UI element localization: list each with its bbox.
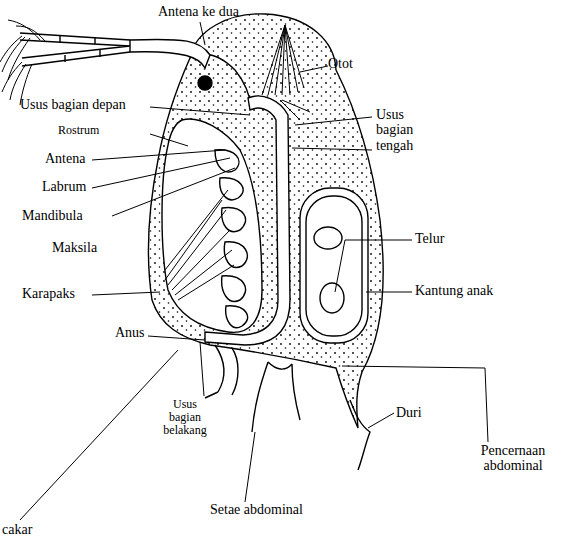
abdominal-setae xyxy=(252,362,300,432)
leader-line xyxy=(148,336,205,340)
thoracic-legs xyxy=(215,150,248,328)
leader-line xyxy=(92,150,225,160)
part-label: Mandibula xyxy=(22,208,83,223)
part-label: Kantung anak xyxy=(415,283,493,298)
leader-lines xyxy=(20,22,488,520)
leader-line xyxy=(368,413,394,428)
leader-line xyxy=(200,342,204,396)
antenna-segments xyxy=(60,35,100,62)
spine xyxy=(350,400,370,470)
head-outline xyxy=(190,54,252,110)
second-antenna xyxy=(130,39,210,68)
egg xyxy=(314,227,342,249)
leader-line xyxy=(200,22,205,45)
leader-line xyxy=(92,292,160,295)
part-label: Antena xyxy=(45,151,85,166)
part-label: Usus bagian belakang xyxy=(158,398,212,438)
part-label: Setae abdominal xyxy=(210,502,303,517)
leader-line xyxy=(92,158,230,188)
antenna-branch xyxy=(20,33,130,66)
leader-line xyxy=(335,240,412,292)
part-label: Anus xyxy=(115,325,145,340)
leader-line xyxy=(292,117,372,150)
part-label: Labrum xyxy=(42,179,86,194)
part-label: Rostrum xyxy=(58,124,99,137)
brood-pouch xyxy=(300,188,368,343)
leader-line xyxy=(150,107,250,115)
part-label: Usus bagian tengah xyxy=(376,107,426,153)
part-label: Maksila xyxy=(52,240,97,255)
leader-line xyxy=(245,432,255,502)
leader-line xyxy=(112,168,235,216)
leg-setae xyxy=(165,190,234,300)
leader-line xyxy=(342,366,488,442)
part-label: Antena ke dua xyxy=(158,4,239,19)
leader-line xyxy=(366,292,412,293)
postabdomen xyxy=(205,345,238,398)
part-label: cakar xyxy=(2,522,32,537)
part-label: Telur xyxy=(415,231,444,246)
part-label: Otot xyxy=(328,56,353,71)
brood-pouch-inner xyxy=(306,196,362,336)
leader-line xyxy=(300,66,328,72)
compound-eye xyxy=(198,76,212,90)
part-label: Usus bagian depan xyxy=(20,97,126,112)
antenna-setae xyxy=(0,20,45,105)
leader-line xyxy=(20,350,178,520)
part-label: Duri xyxy=(396,405,422,420)
egg xyxy=(320,283,344,313)
part-label: Pencernaan abdominal xyxy=(463,443,563,474)
leader-line xyxy=(150,134,188,146)
part-label: Karapaks xyxy=(22,286,75,301)
